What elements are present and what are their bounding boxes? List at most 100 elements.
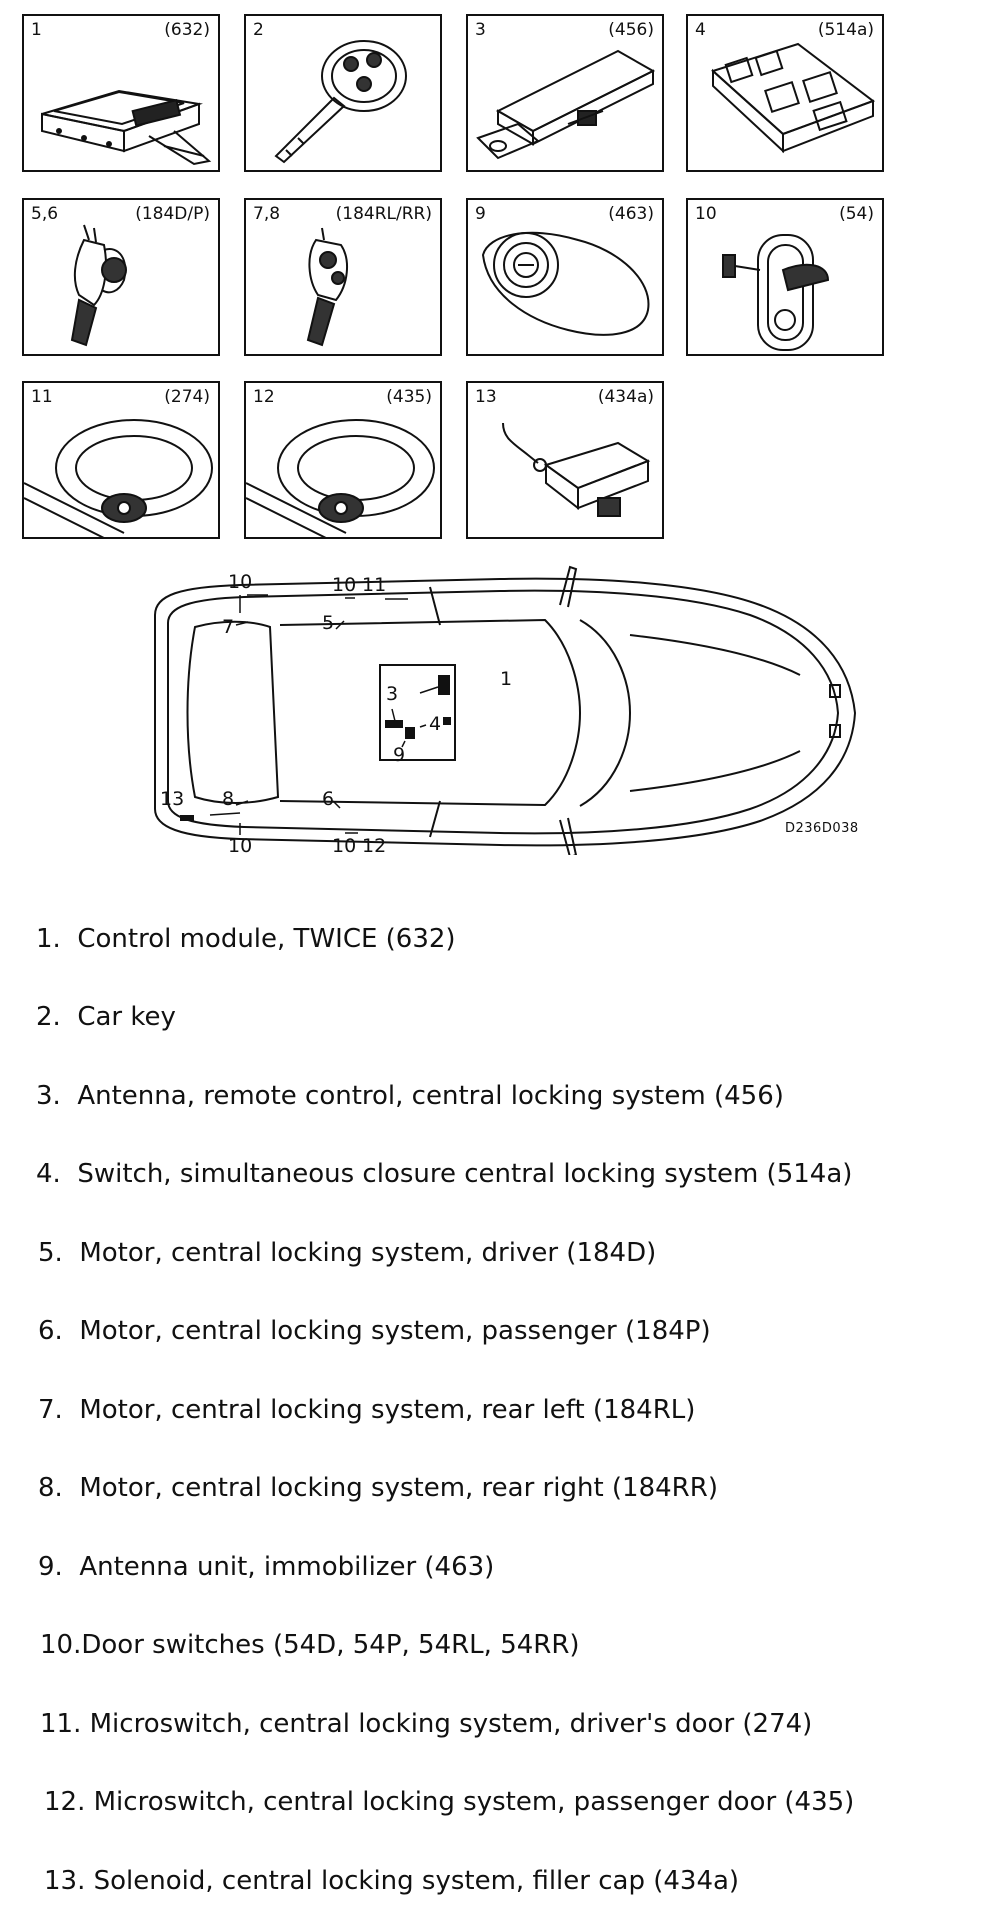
legend-text: Motor, central locking system, passenger… (79, 1316, 711, 1346)
panel-code: (514a) (817, 20, 874, 40)
callout-9: 9 (393, 744, 405, 766)
panel-number: 7,8 (253, 204, 281, 224)
panel-code: (456) (608, 20, 654, 40)
panel-control-module: 1 (632) (22, 14, 220, 172)
roof-outline (279, 618, 582, 807)
marker-control-module (438, 675, 450, 695)
callout-7: 7 (222, 616, 234, 638)
panel-code: (54) (839, 204, 874, 224)
legend-item: 7. Motor, central locking system, rear l… (38, 1395, 695, 1425)
callout-13: 13 (160, 788, 184, 810)
legend-item: 9. Antenna unit, immobilizer (463) (38, 1552, 494, 1582)
panel-switch: 4 (514a) (686, 14, 884, 172)
panel-number: 4 (695, 20, 706, 40)
legend-item: 5. Motor, central locking system, driver… (38, 1238, 656, 1268)
legend-number: 1. (36, 924, 61, 954)
legend-text: Microswitch, central locking system, pas… (93, 1787, 855, 1817)
marker-solenoid (180, 815, 194, 821)
marker-immobilizer (405, 727, 415, 739)
legend-number: 12. (44, 1787, 86, 1817)
panel-microswitch-passenger: 12 (435) (244, 381, 442, 539)
windscreen (579, 619, 632, 807)
callout-5: 5 (322, 612, 334, 634)
callout-10: 10 (228, 571, 252, 593)
diagram-code: D236D038 (785, 821, 859, 836)
legend-number: 10. (40, 1630, 82, 1660)
legend-text: Microswitch, central locking system, dri… (89, 1709, 813, 1739)
front-lock-motor-icon (70, 224, 127, 347)
legend-number: 2. (36, 1002, 61, 1032)
legend-number: 6. (38, 1316, 63, 1346)
legend-item: 11. Microswitch, central locking system,… (40, 1709, 812, 1739)
panel-number: 5,6 (31, 204, 59, 224)
legend-item: 13. Solenoid, central locking system, fi… (44, 1866, 739, 1896)
legend-item: 12. Microswitch, central locking system,… (44, 1787, 854, 1817)
door-switch-icon (722, 234, 830, 351)
ignition-antenna-icon (481, 231, 650, 336)
legend-number: 11. (40, 1709, 82, 1739)
legend-number: 3. (36, 1081, 61, 1111)
callout-12: 12 (362, 835, 386, 855)
panel-door-switch: 10 (54) (686, 198, 884, 356)
panel-code: (632) (164, 20, 210, 40)
legend-text: Car key (77, 1002, 176, 1032)
legend-number: 13. (44, 1866, 86, 1896)
legend-text: Solenoid, central locking system, filler… (93, 1866, 740, 1896)
callout-1: 1 (500, 668, 512, 690)
legend-item: 3. Antenna, remote control, central lock… (36, 1081, 784, 1111)
legend-text: Antenna unit, immobilizer (463) (79, 1552, 495, 1582)
car-key-icon (274, 40, 407, 164)
legend-text: Motor, central locking system, driver (1… (79, 1238, 657, 1268)
callout-10: 10 (228, 835, 252, 855)
panel-number: 10 (695, 204, 717, 224)
panel-number: 13 (475, 387, 497, 407)
legend-number: 8. (38, 1473, 63, 1503)
car-body-outline (154, 577, 857, 847)
legend-number: 7. (38, 1395, 63, 1425)
callout-10: 10 (332, 574, 356, 596)
callout-8: 8 (222, 788, 234, 810)
solenoid-icon (502, 422, 651, 517)
legend-text: Antenna, remote control, central locking… (77, 1081, 784, 1111)
panel-code: (184D/P) (135, 204, 210, 224)
panel-code: (434a) (597, 387, 654, 407)
door-handle-microswitch-icon (24, 419, 213, 539)
legend-number: 5. (38, 1238, 63, 1268)
panel-solenoid: 13 (434a) (466, 381, 664, 539)
center-console (379, 664, 456, 761)
legend-item: 6. Motor, central locking system, passen… (38, 1316, 711, 1346)
panel-code: (435) (386, 387, 432, 407)
legend-item: 10.Door switches (54D, 54P, 54RL, 54RR) (40, 1630, 580, 1660)
legend-item: 1. Control module, TWICE (632) (36, 924, 456, 954)
panel-number: 12 (253, 387, 275, 407)
marker-switch (443, 717, 451, 725)
door-handle-microswitch-icon (246, 419, 435, 539)
antenna-icon (476, 49, 656, 160)
legend-text: Switch, simultaneous closure central loc… (77, 1159, 853, 1189)
legend-item: 4. Switch, simultaneous closure central … (36, 1159, 852, 1189)
panel-number: 3 (475, 20, 486, 40)
callout-6: 6 (322, 788, 334, 810)
callout-3: 3 (386, 683, 398, 705)
panel-front-lock-motor: 5,6 (184D/P) (22, 198, 220, 356)
panel-number: 11 (31, 387, 53, 407)
legend-text: Control module, TWICE (632) (77, 924, 456, 954)
callout-4: 4 (429, 713, 441, 735)
switch-panel-icon (711, 42, 876, 154)
panel-number: 1 (31, 20, 42, 40)
rear-window (186, 620, 280, 804)
callout-11: 11 (362, 574, 386, 596)
rear-lock-motor-icon (306, 227, 348, 347)
panel-antenna: 3 (456) (466, 14, 664, 172)
legend-item: 8. Motor, central locking system, rear r… (38, 1473, 718, 1503)
car-top-view-diagram: 10 10 11 7 5 1 3 4 9 13 8 6 10 10 12 (154, 565, 857, 855)
legend-number: 9. (38, 1552, 63, 1582)
panel-microswitch-driver: 11 (274) (22, 381, 220, 539)
panel-code: (274) (164, 387, 210, 407)
panel-number: 9 (475, 204, 486, 224)
panel-ignition-antenna: 9 (463) (466, 198, 664, 356)
panel-number: 2 (253, 20, 264, 40)
legend-number: 4. (36, 1159, 61, 1189)
legend-text: Motor, central locking system, rear left… (79, 1395, 696, 1425)
legend-text: Door switches (54D, 54P, 54RL, 54RR) (81, 1630, 580, 1660)
